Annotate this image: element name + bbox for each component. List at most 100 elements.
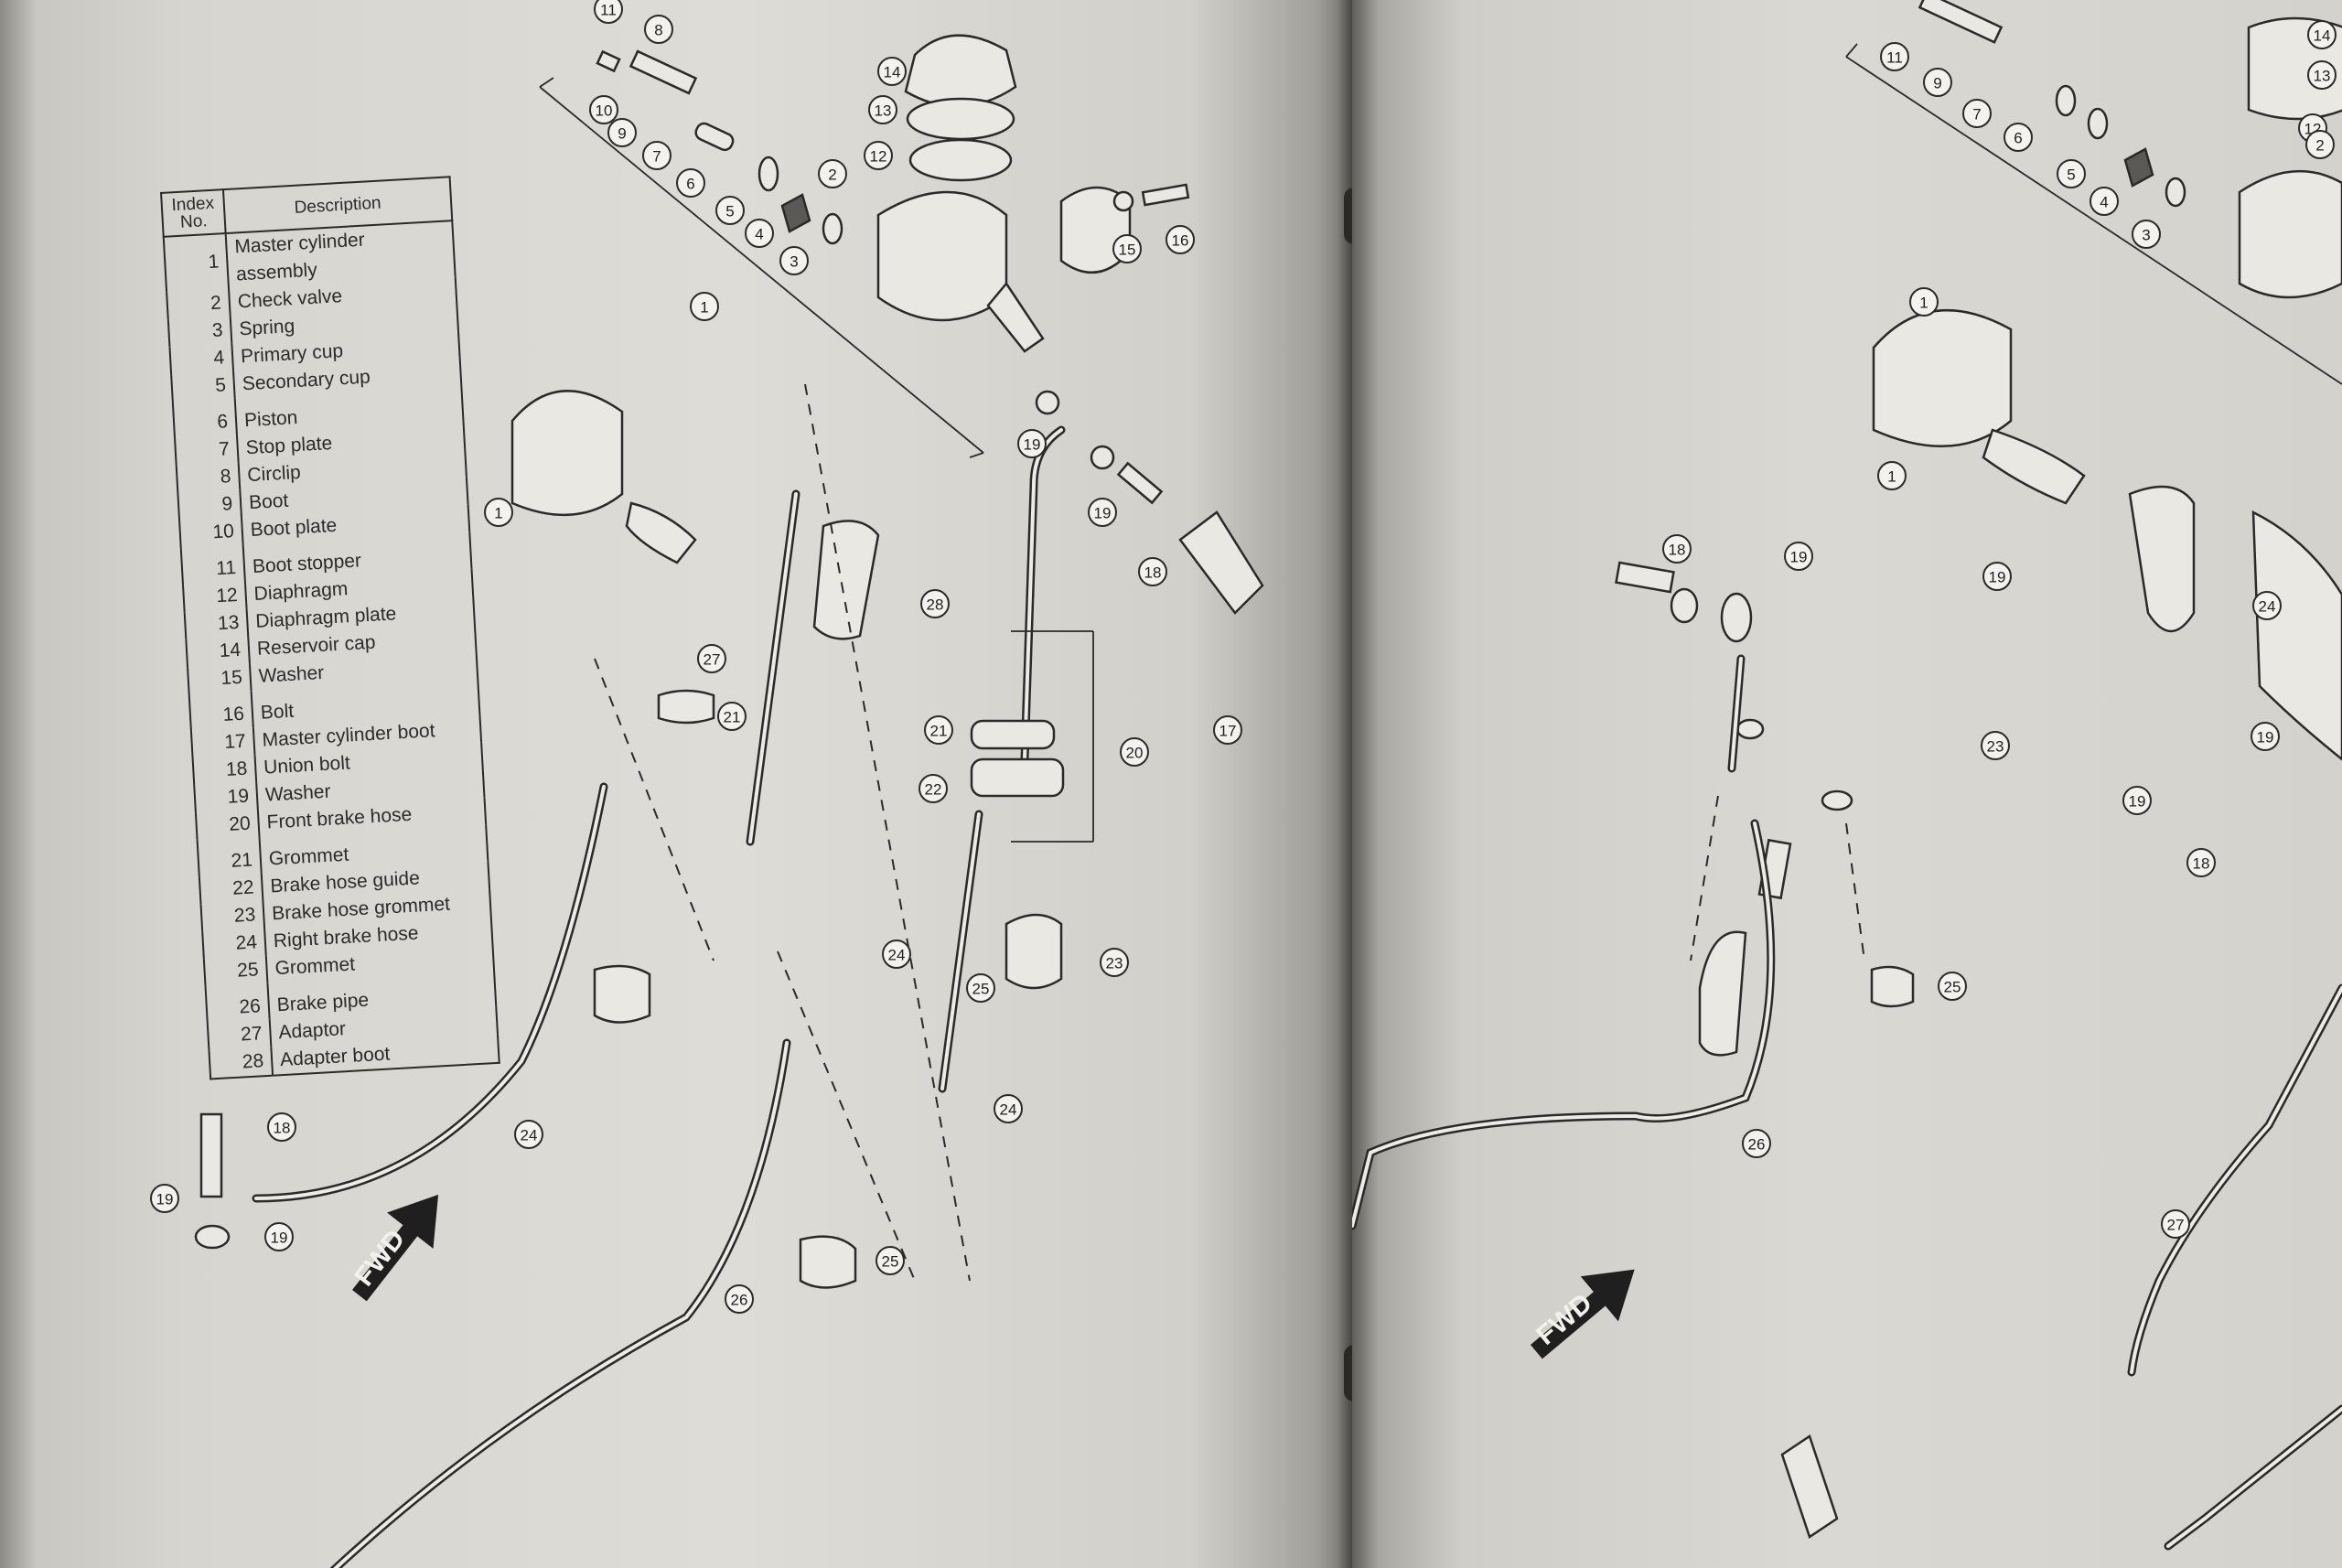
left-callout-circle <box>715 196 745 225</box>
left-callout-circle <box>1166 225 1195 254</box>
left-callout: 1 <box>690 292 719 321</box>
right-callout-number: 19 <box>1989 569 2006 586</box>
left-callout: 21 <box>717 702 747 731</box>
left-callout-number: 2 <box>828 166 836 184</box>
right-callout-number: 18 <box>1669 542 1686 559</box>
left-callout-circle <box>642 141 671 170</box>
right-callout-circle <box>1938 972 1967 1001</box>
left-callout-circle <box>717 702 747 731</box>
right-callout-number: 19 <box>1790 549 1808 566</box>
left-callout: 28 <box>920 589 950 618</box>
left-callout-number: 1 <box>494 505 502 522</box>
right-callout-circle <box>2252 591 2282 620</box>
right-callout-circle <box>2307 20 2337 49</box>
left-callout-circle <box>607 118 637 147</box>
right-callout: 27 <box>2161 1209 2190 1239</box>
right-callout-number: 26 <box>1748 1136 1766 1154</box>
left-callout-number: 25 <box>972 981 990 998</box>
left-callout: 25 <box>966 973 995 1003</box>
left-callout: 27 <box>697 644 726 673</box>
left-callout: 11 <box>594 0 623 24</box>
right-callout: 18 <box>1662 534 1692 564</box>
left-callout: 2 <box>818 159 847 188</box>
right-callout: 24 <box>2252 591 2282 620</box>
left-callout-circle <box>876 1246 905 1275</box>
right-callout-circle <box>2305 130 2335 159</box>
left-callout-number: 15 <box>1119 242 1136 259</box>
left-callout-circle <box>1088 498 1117 527</box>
left-callout-number: 5 <box>725 203 734 220</box>
right-callout-circle <box>1962 99 1992 128</box>
right-callout-number: 23 <box>1987 738 2004 756</box>
left-callout-number: 17 <box>1219 723 1237 740</box>
left-callout-circle <box>484 498 513 527</box>
left-callout: 9 <box>607 118 637 147</box>
left-callout-circle <box>818 159 847 188</box>
right-callout-number: 7 <box>1972 106 1981 124</box>
left-callout: 3 <box>779 246 809 275</box>
right-callout-number: 14 <box>2314 27 2331 45</box>
right-callout: 6 <box>2004 123 2033 152</box>
left-fwd-arrow: FWD <box>349 1194 439 1302</box>
right-callout-circle <box>1909 287 1939 317</box>
left-callout-number: 19 <box>271 1230 288 1247</box>
right-callout-number: 13 <box>2314 68 2331 85</box>
left-callout-circle <box>267 1112 296 1142</box>
right-callout-circle <box>2132 220 2161 249</box>
right-callout-number: 24 <box>2259 598 2276 616</box>
left-callout: 8 <box>644 15 673 44</box>
right-callout-circle <box>2307 60 2337 90</box>
right-callout: 1 <box>1877 461 1907 490</box>
left-callout: 24 <box>882 940 911 969</box>
left-callout-number: 7 <box>652 148 661 166</box>
right-callout-circle <box>1923 68 1952 97</box>
left-callout-number: 14 <box>884 64 901 81</box>
left-callout-number: 22 <box>925 781 942 799</box>
right-callout: 19 <box>1982 562 2012 591</box>
left-callout: 4 <box>745 219 774 248</box>
left-callout: 23 <box>1100 948 1129 977</box>
left-callout-circle <box>1138 557 1167 586</box>
left-callout: 18 <box>267 1112 296 1142</box>
left-callout-number: 18 <box>1144 564 1162 582</box>
left-callout: 6 <box>676 168 705 198</box>
right-callout-number: 11 <box>1886 49 1903 67</box>
left-callout-circle <box>690 292 719 321</box>
left-callout-number: 6 <box>686 176 694 193</box>
left-callout-circle <box>1017 429 1047 458</box>
left-callout-circle <box>676 168 705 198</box>
right-callout-circle <box>2057 159 2086 188</box>
left-callout-circle <box>1213 715 1242 745</box>
right-callout-circle <box>2186 848 2216 877</box>
right-callout-number: 9 <box>1933 75 1941 92</box>
left-callout-number: 11 <box>600 2 617 19</box>
left-callout-number: 24 <box>1000 1101 1017 1119</box>
left-callout-circle <box>877 57 907 86</box>
left-callout: 18 <box>1138 557 1167 586</box>
left-callout: 16 <box>1166 225 1195 254</box>
left-callout-circle <box>924 715 953 745</box>
right-callout-circle <box>1662 534 1692 564</box>
left-callout-circle <box>919 774 948 803</box>
left-callout-circle <box>882 940 911 969</box>
left-callout-number: 24 <box>888 947 906 964</box>
left-callout-number: 8 <box>654 22 662 39</box>
left-callout-circle <box>745 219 774 248</box>
right-callout-circle <box>1981 731 2010 760</box>
left-callout-number: 10 <box>596 102 613 120</box>
left-callout: 25 <box>876 1246 905 1275</box>
right-callout: 13 <box>2307 60 2337 90</box>
left-callout-number: 28 <box>927 596 944 614</box>
right-callout-circle <box>1877 461 1907 490</box>
right-callout: 19 <box>1784 542 1813 571</box>
right-callout-number: 1 <box>1919 295 1928 312</box>
left-callout-circle <box>514 1120 543 1149</box>
left-callout-circle <box>868 95 897 124</box>
right-callout-circle <box>1982 562 2012 591</box>
left-callout-circle <box>1100 948 1129 977</box>
left-callout: 19 <box>1088 498 1117 527</box>
left-callout-number: 24 <box>521 1127 538 1144</box>
right-callout: 11 <box>1880 42 1909 71</box>
